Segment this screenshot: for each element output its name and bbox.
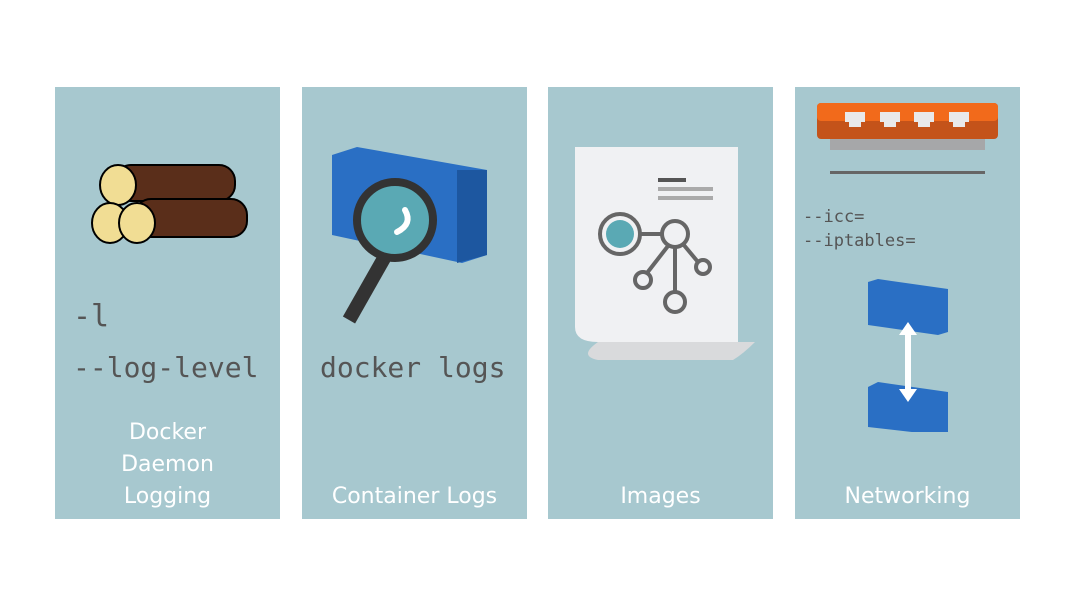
network-switch-icon — [817, 103, 998, 174]
container-link-icon — [868, 279, 948, 432]
flag-iptables: --iptables= — [803, 231, 916, 251]
panel-daemon-logging: -l --log-level Docker Daemon Logging — [55, 87, 280, 519]
container-magnifier-icon — [332, 147, 487, 324]
panel-images: Images — [548, 87, 773, 519]
docker-logs-command: docker logs — [320, 351, 506, 384]
panel-networking: --icc= --iptables= Networking — [795, 87, 1020, 519]
panel-caption: Docker Daemon Logging — [121, 420, 214, 509]
panel-container-logs: docker logs Container Logs — [302, 87, 527, 519]
panel-caption: Images — [620, 484, 701, 509]
flag-short: -l — [73, 299, 110, 334]
logs-icon — [91, 164, 248, 244]
panel-caption: Networking — [844, 484, 971, 509]
flag-long: --log-level — [73, 351, 259, 384]
flag-icc: --icc= — [803, 207, 865, 227]
document-image-icon — [575, 147, 755, 360]
panel-caption: Container Logs — [331, 484, 498, 509]
